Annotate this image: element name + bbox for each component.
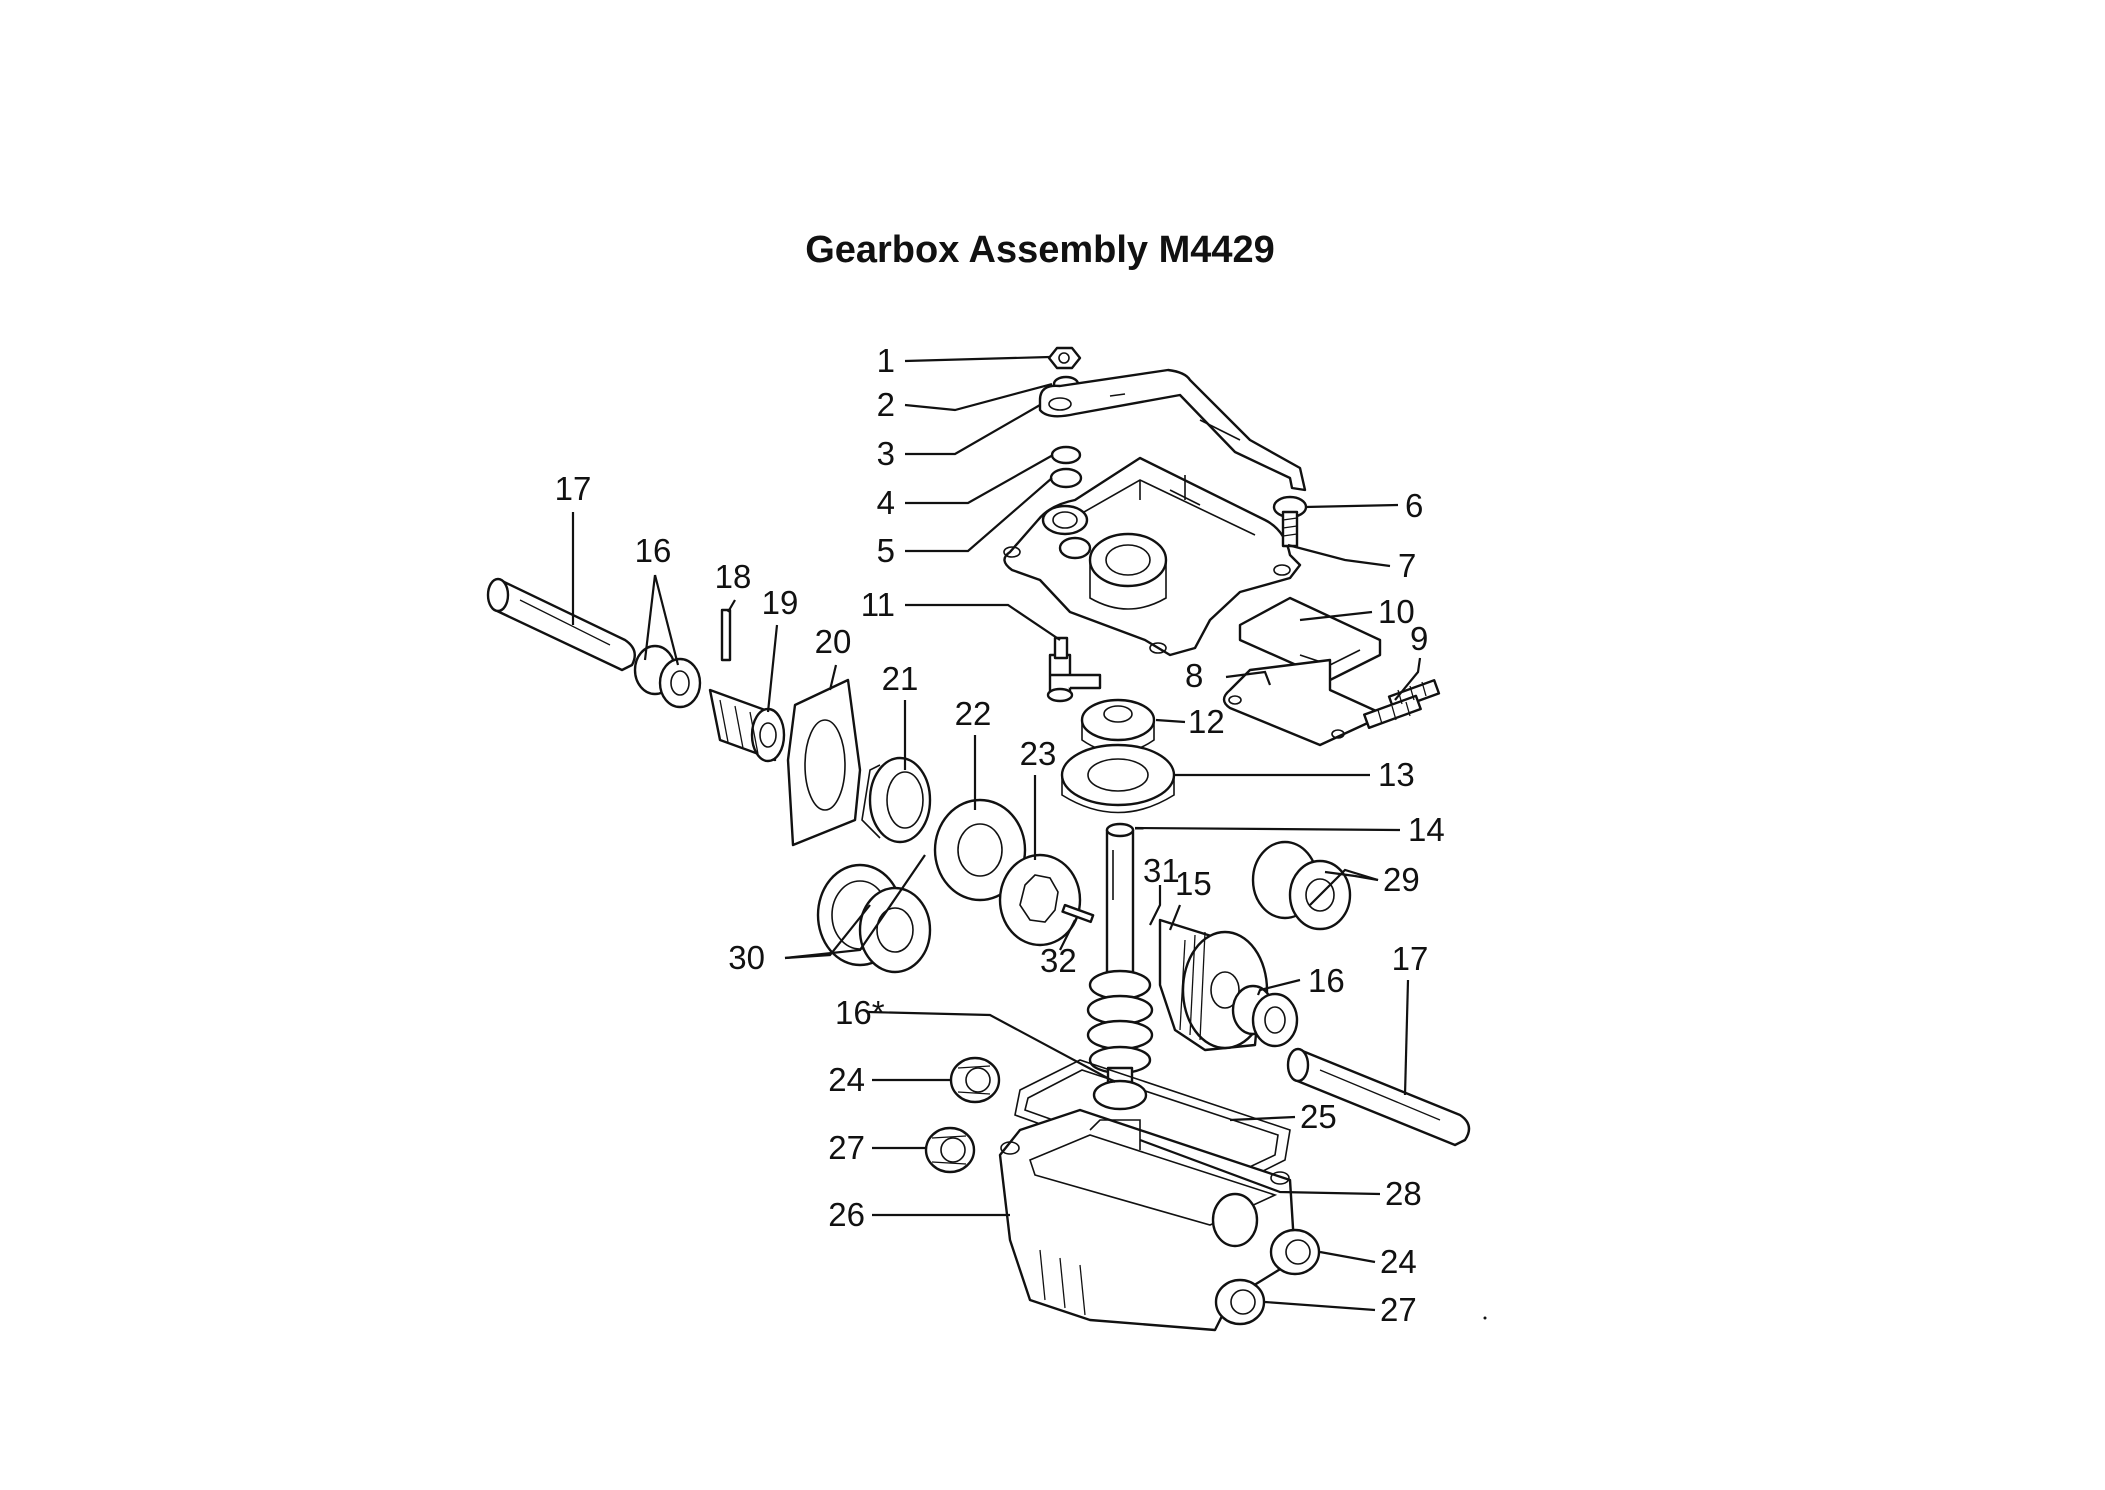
part-coupling-29	[1251, 840, 1352, 931]
callout-14: 14	[1408, 811, 1445, 848]
callout-6: 6	[1405, 487, 1423, 524]
callout-15: 15	[1175, 865, 1212, 902]
callout-8: 8	[1185, 657, 1203, 694]
callout-12: 12	[1188, 703, 1225, 740]
part-bearing-13	[1060, 743, 1176, 814]
callout-17-left: 17	[555, 470, 592, 507]
part-bearing-27-left	[924, 1126, 976, 1174]
diagram-title: Gearbox Assembly M4429	[805, 229, 1275, 271]
callout-19: 19	[762, 584, 799, 621]
callout-3: 3	[877, 435, 895, 472]
part-roller-bearing-30	[816, 863, 932, 974]
callout-27-left: 27	[828, 1129, 865, 1166]
callout-16-left: 16	[635, 532, 672, 569]
part-bearing-21	[861, 756, 932, 844]
part-bearing-27-right	[1214, 1278, 1266, 1326]
leader-lines	[571, 355, 1422, 1312]
callout-24-right: 24	[1380, 1243, 1417, 1280]
callout-30: 30	[728, 939, 765, 976]
callout-4: 4	[877, 484, 895, 521]
callout-26: 26	[828, 1196, 865, 1233]
part-springs	[1363, 679, 1441, 730]
callout-29: 29	[1383, 861, 1420, 898]
callout-21: 21	[882, 660, 919, 697]
callout-17-right: 17	[1392, 940, 1429, 977]
part-gasket-20	[786, 678, 862, 847]
part-pin-32	[1061, 903, 1095, 924]
part-axle-left	[486, 577, 636, 672]
callout-7: 7	[1398, 547, 1416, 584]
callout-18: 18	[715, 558, 752, 595]
part-top-cover	[1003, 456, 1302, 657]
part-lever-arm	[1038, 368, 1307, 492]
part-bearing-24-left	[949, 1056, 1001, 1104]
callout-16-right: 16	[1308, 962, 1345, 999]
callout-1: 1	[877, 342, 895, 379]
callout-32: 32	[1040, 942, 1077, 979]
callout-2: 2	[877, 386, 895, 423]
part-spline-coupling	[708, 688, 786, 763]
callout-5: 5	[877, 532, 895, 569]
callout-31: 31	[1143, 852, 1180, 889]
callout-27-right: 27	[1380, 1291, 1417, 1328]
callout-20: 20	[815, 623, 852, 660]
callout-labels: 1 2 3 4 5 6 7 8 9 10 11 12 13 14 15 16 1…	[555, 342, 1445, 1328]
part-spline-washer	[998, 853, 1082, 947]
part-shift-fork	[1046, 636, 1102, 703]
part-plate-8	[1222, 658, 1387, 747]
part-washer-16star	[1092, 1079, 1148, 1111]
callout-10: 10	[1378, 593, 1415, 630]
stray-dot	[1483, 1316, 1487, 1320]
part-nut	[1047, 346, 1082, 370]
callout-9: 9	[1410, 620, 1428, 657]
part-axle-right	[1286, 1047, 1471, 1147]
parts-drawing	[486, 346, 1471, 1332]
callout-11: 11	[861, 586, 895, 623]
part-ring	[1049, 467, 1083, 489]
part-housing-gasket	[1014, 1059, 1291, 1191]
callout-23: 23	[1020, 735, 1057, 772]
part-o-ring	[1050, 445, 1082, 465]
callout-25: 25	[1300, 1098, 1337, 1135]
part-bearing-24-right	[1269, 1228, 1321, 1276]
callout-24-left: 24	[828, 1061, 865, 1098]
callout-28: 28	[1385, 1175, 1422, 1212]
part-pin-18	[720, 608, 732, 662]
part-washers-right	[1231, 984, 1299, 1048]
part-clutch-plate	[933, 798, 1027, 902]
callout-16-star: 16*	[835, 994, 885, 1031]
callout-22: 22	[955, 695, 992, 732]
callout-13: 13	[1378, 756, 1415, 793]
